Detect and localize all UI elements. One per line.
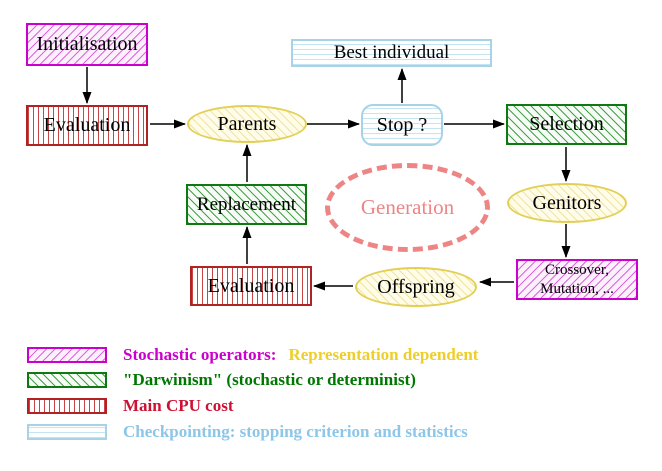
- legend-row-checkpointing: Checkpointing: stopping criterion and st…: [27, 422, 468, 441]
- legend-label-stochastic: Stochastic operators:: [123, 345, 277, 364]
- node-offspring: Offspring: [355, 267, 477, 307]
- node-genitors: Genitors: [507, 183, 627, 223]
- node-parents: Parents: [187, 105, 307, 143]
- crossover-line2: Mutation, ...: [540, 280, 614, 297]
- generation-ellipse: Generation: [325, 163, 490, 252]
- legend-row-stochastic: Stochastic operators: Representation dep…: [27, 345, 479, 364]
- node-replacement: Replacement: [186, 184, 307, 225]
- legend-label-cpu: Main CPU cost: [123, 396, 234, 415]
- crossover-line1: Crossover,: [545, 261, 609, 278]
- node-initialisation: Initialisation: [26, 23, 148, 66]
- legend-row-darwinism: "Darwinism" (stochastic or determinist): [27, 370, 416, 389]
- node-evaluation-top: Evaluation: [26, 105, 148, 146]
- legend-swatch-magenta-hatch: [27, 347, 107, 363]
- legend-swatch-green-hatch: [27, 372, 107, 388]
- node-selection: Selection: [506, 104, 627, 145]
- legend-swatch-red-lines: [27, 398, 107, 414]
- node-crossover-mutation: Crossover, Mutation, ...: [516, 259, 638, 300]
- legend-label-checkpointing: Checkpointing: stopping criterion and st…: [123, 422, 468, 441]
- legend-label-representation: Representation dependent: [288, 345, 479, 364]
- legend-label-darwinism: "Darwinism" (stochastic or determinist): [123, 370, 416, 389]
- node-stop: Stop ?: [361, 104, 443, 146]
- node-evaluation-bottom: Evaluation: [190, 266, 312, 306]
- legend-row-cpu: Main CPU cost: [27, 396, 234, 415]
- node-best-individual: Best individual: [291, 39, 492, 67]
- legend-swatch-cyan-lines: [27, 424, 107, 440]
